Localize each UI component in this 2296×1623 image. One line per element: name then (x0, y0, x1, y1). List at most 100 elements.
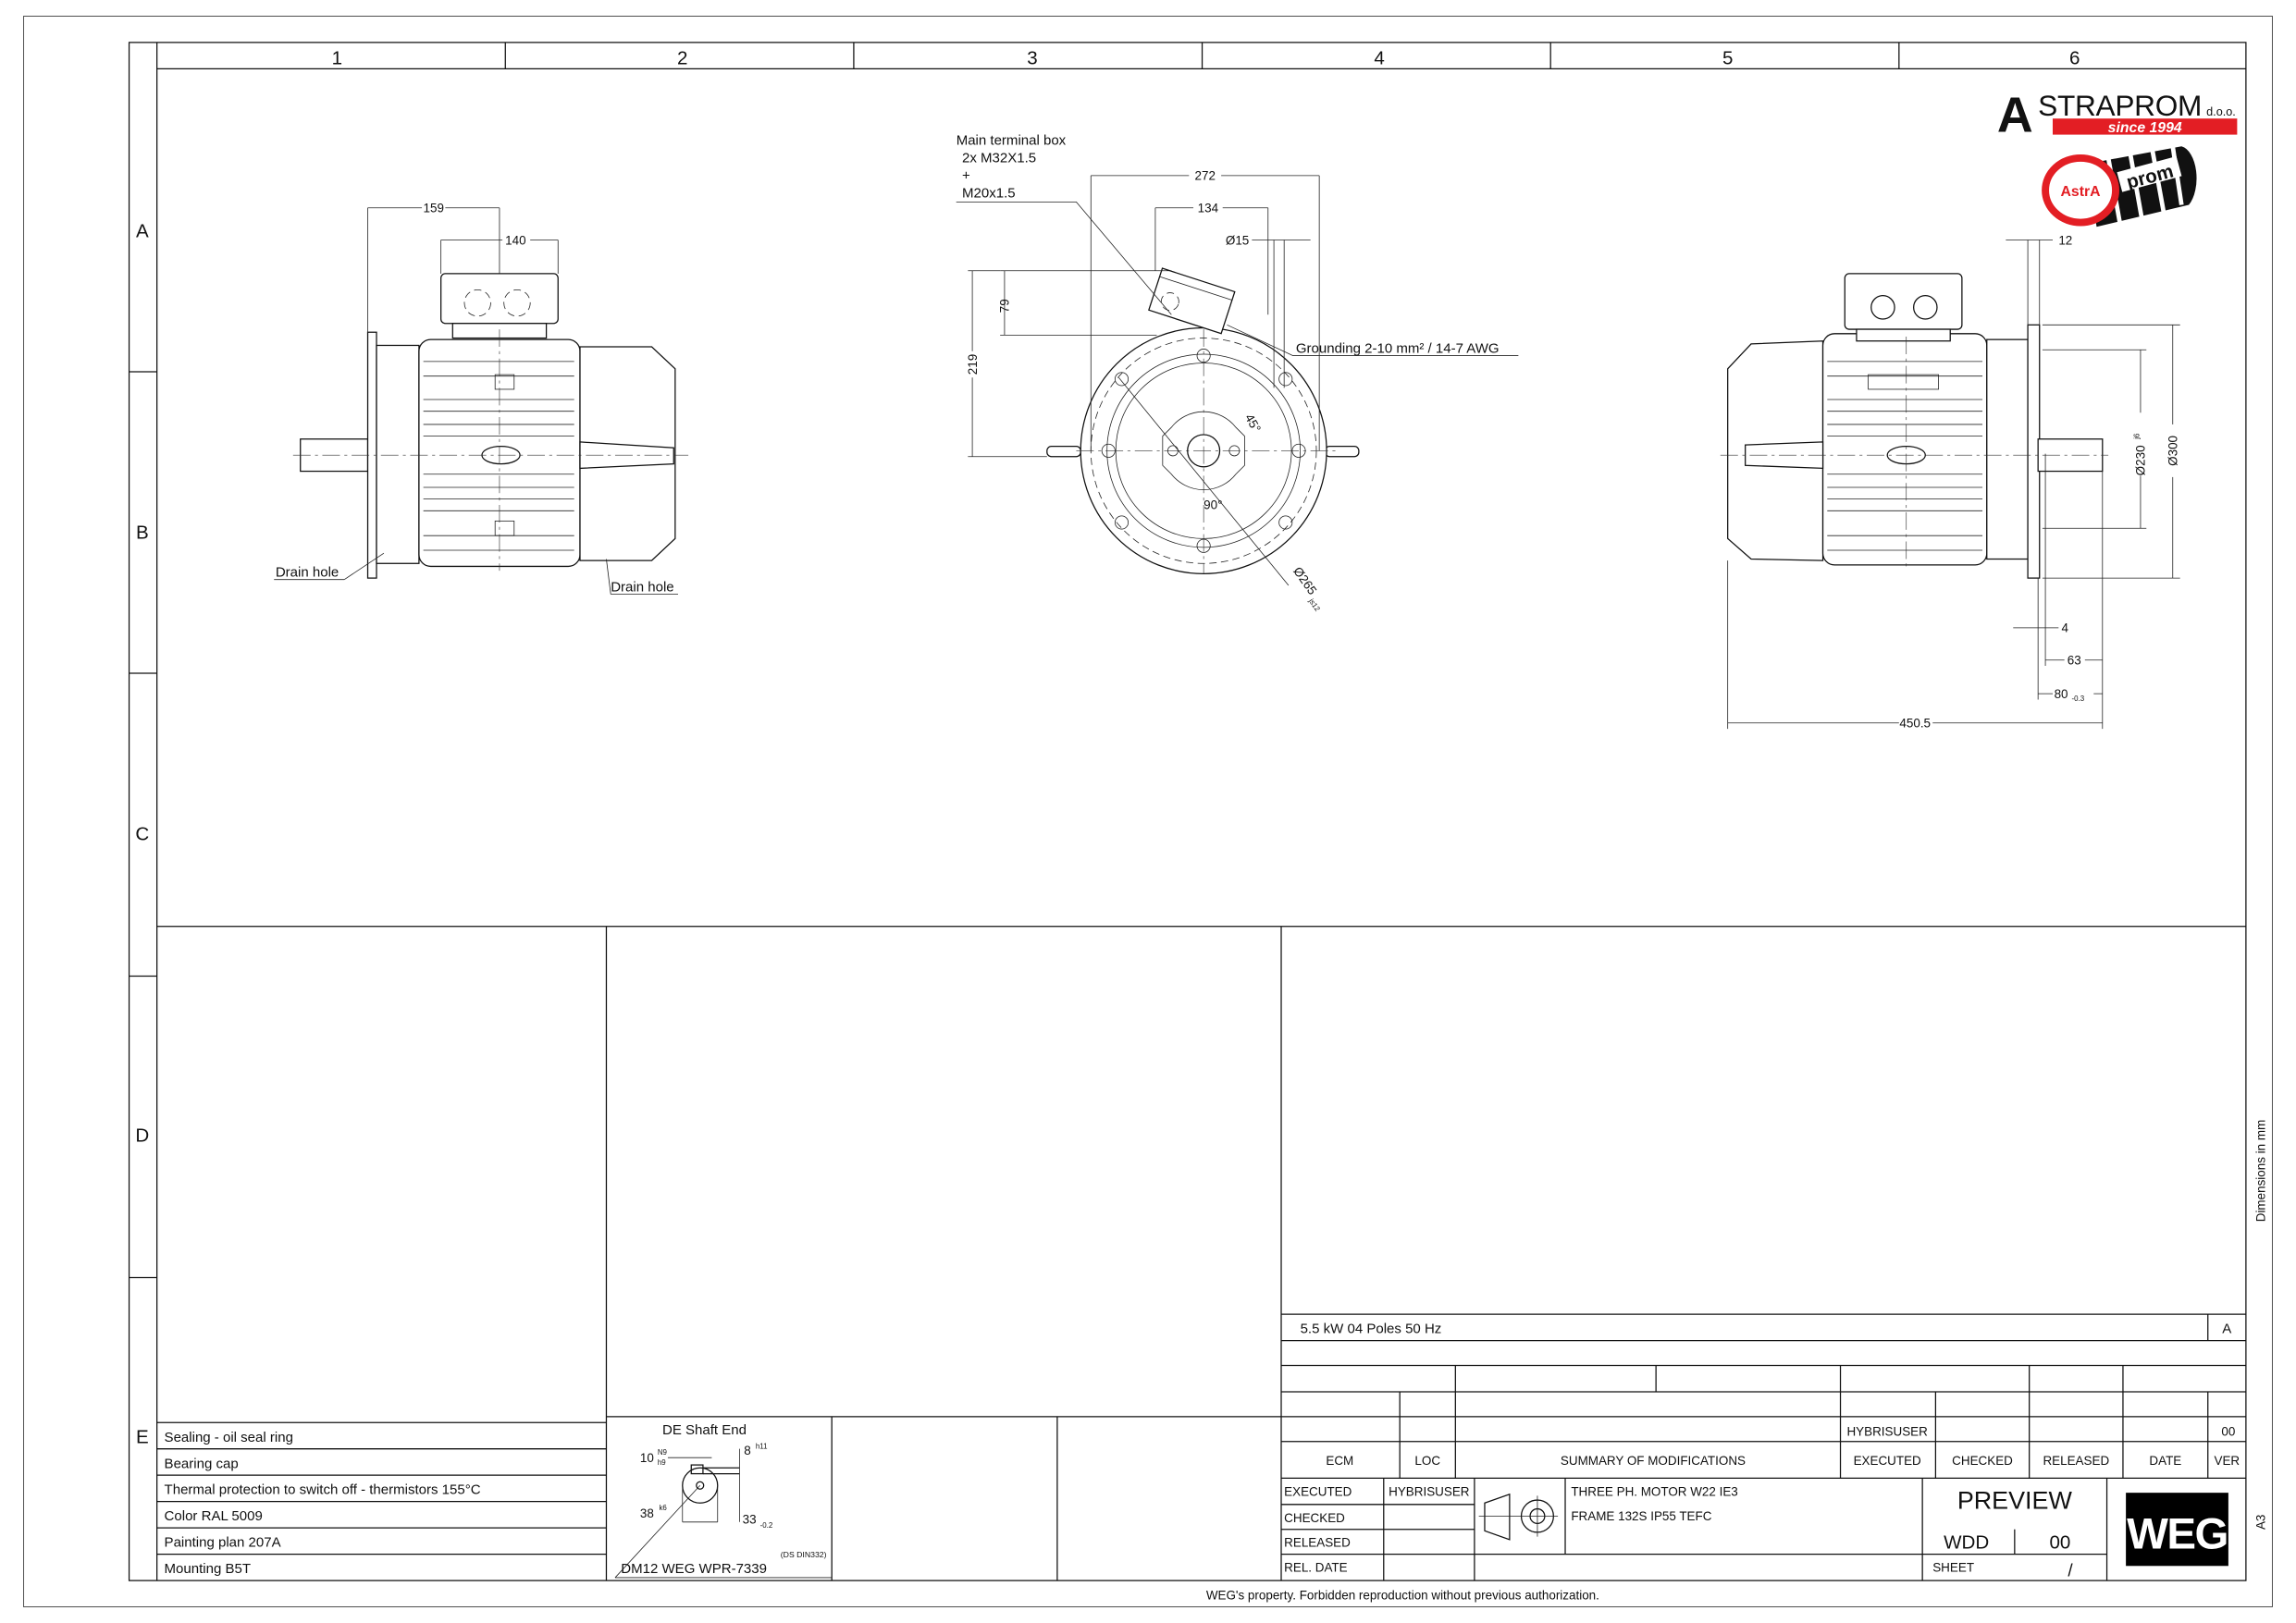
dim-450-5: 450.5 (1899, 717, 1931, 731)
key-height: 8 (744, 1444, 750, 1457)
header-released: RELEASED (2043, 1454, 2109, 1468)
note-line: 2x M32X1.5 (962, 151, 1036, 166)
rev-executed-by: HYBRISUSER (1846, 1424, 1928, 1438)
logo-suffix: d.o.o. (2206, 105, 2236, 118)
angle-90: 90° (1204, 498, 1222, 512)
shaft-end-detail: DE Shaft End 10 N9 h9 8 h11 38 k6 33 -0.… (606, 1416, 1282, 1581)
dim-spigot-tolerance: j6 (2132, 433, 2141, 440)
shaft-diameter-tol: k6 (659, 1504, 667, 1512)
signoff-label: EXECUTED (1284, 1484, 1352, 1498)
revision-letter: A (2222, 1322, 2231, 1337)
title-block: 5.5 kW 04 Poles 50 Hz A HYBRISUSER 00 EC… (1281, 1313, 2246, 1580)
logo-initial: A (1997, 87, 2033, 142)
round-logo-left: AstrA (2061, 184, 2101, 200)
rev-version: 00 (2221, 1424, 2235, 1438)
astra-prom-round-logo: AstrA prom (2042, 145, 2197, 227)
dim-134: 134 (1198, 201, 1219, 215)
note-item: Painting plan 207A (165, 1535, 281, 1551)
column-label: 3 (1027, 48, 1037, 69)
drain-hole-label: Drain hole (276, 565, 339, 581)
row-label: E (136, 1426, 149, 1447)
cooling-fins (423, 361, 574, 551)
sheet-label: SHEET (1932, 1561, 1974, 1575)
dim-219: 219 (966, 354, 980, 375)
revision-headers: ECM LOC SUMMARY OF MODIFICATIONS EXECUTE… (1326, 1454, 2240, 1468)
dim-spigot-diameter: Ø230 (2134, 445, 2148, 475)
motor-rating: 5.5 kW 04 Poles 50 Hz (1301, 1322, 1442, 1337)
signoff-label: RELEASED (1284, 1536, 1351, 1550)
dim-flange-diameter: Ø300 (2166, 436, 2180, 466)
row-label: D (135, 1125, 149, 1146)
column-label: 1 (332, 48, 342, 69)
key-width-tol: N9 (658, 1448, 668, 1457)
motor-rear-view: 12 Ø230 j6 Ø300 4 63 80 -0.3 450.5 (1720, 233, 2180, 731)
shaft-diameter: 38 (640, 1506, 654, 1520)
header-executed: EXECUTED (1854, 1454, 1921, 1468)
astraprom-logo: A STRAPROM d.o.o. since 1994 AstrA prom (1997, 87, 2238, 227)
dim-79: 79 (998, 299, 1012, 313)
grounding-note: Grounding 2-10 mm² / 14-7 AWG (1296, 340, 1500, 356)
dim-80-tolerance: -0.3 (2072, 695, 2085, 703)
note-line: + (962, 168, 970, 184)
column-label: 5 (1722, 48, 1733, 69)
dimensions-unit-note: Dimensions in mm (2253, 1120, 2267, 1223)
dim-pitch-diameter: Ø265 (1290, 564, 1319, 597)
note-item: Bearing cap (165, 1456, 239, 1471)
signoff-value: HYBRISUSER (1389, 1484, 1470, 1498)
column-label: 4 (1374, 48, 1384, 69)
doc-revision: 00 (2049, 1531, 2070, 1553)
header-checked: CHECKED (1952, 1454, 2013, 1468)
column-markers: 1 2 3 4 5 6 (332, 42, 2080, 69)
weg-logo: WEG (2126, 1493, 2228, 1567)
row-label: B (136, 522, 149, 543)
cooling-fins (1827, 361, 1983, 551)
note-item: Thermal protection to switch off - therm… (165, 1482, 481, 1498)
note-line: Main terminal box (957, 133, 1067, 149)
header-loc: LOC (1414, 1454, 1440, 1468)
motor-front-view: 272 134 Ø15 79 219 Main terminal box 2x … (956, 133, 1519, 613)
key-width-tol: h9 (658, 1458, 666, 1467)
note-item: Color RAL 5009 (165, 1508, 263, 1524)
header-date: DATE (2149, 1454, 2181, 1468)
projection-symbol-icon (1478, 1493, 1559, 1541)
key-height-tol: h11 (756, 1443, 768, 1451)
key-width: 10 (640, 1451, 654, 1465)
drawing-frame (128, 42, 2247, 1581)
center-hole-standard: (DS DIN332) (781, 1550, 827, 1559)
header-summary: SUMMARY OF MODIFICATIONS (1561, 1454, 1746, 1468)
header-ecm: ECM (1326, 1454, 1353, 1468)
logo-tagline: since 1994 (2108, 120, 2182, 136)
signoff-label: CHECKED (1284, 1511, 1345, 1525)
copyright-footer: WEG's property. Forbidden reproduction w… (1206, 1589, 1599, 1603)
dim-159: 159 (424, 201, 444, 215)
terminal-box (1148, 267, 1236, 335)
product-frame: FRAME 132S IP55 TEFC (1571, 1509, 1711, 1523)
note-item: Mounting B5T (165, 1561, 251, 1577)
doc-type: WDD (1944, 1531, 1989, 1553)
dim-272: 272 (1195, 169, 1216, 183)
dim-80: 80 (2055, 687, 2068, 701)
notes-table: Sealing - oil seal ring Bearing cap Ther… (156, 1421, 607, 1577)
column-label: 2 (677, 48, 687, 69)
note-item: Sealing - oil seal ring (165, 1430, 293, 1445)
terminal-box-note: Main terminal box 2x M32X1.5 + M20x1.5 (956, 133, 1172, 315)
product-description: THREE PH. MOTOR W22 IE3 (1571, 1484, 1737, 1498)
sheet-value: / (2068, 1561, 2073, 1580)
motor-side-view: 159 140 Drain hole Drain hole (274, 201, 689, 595)
row-label: A (136, 220, 149, 241)
row-label: C (135, 823, 149, 844)
weg-logo-text: WEG (2127, 1509, 2228, 1558)
column-label: 6 (2069, 48, 2080, 69)
header-ver: VER (2214, 1454, 2240, 1468)
drain-hole-label: Drain hole (611, 579, 673, 595)
paper-size: A3 (2253, 1515, 2267, 1530)
note-line: M20x1.5 (962, 186, 1016, 202)
status-preview: PREVIEW (1957, 1487, 2073, 1515)
dim-12: 12 (2058, 233, 2072, 247)
row-markers: A B C D E (129, 220, 157, 1447)
dim-140: 140 (505, 233, 525, 247)
logo-name: STRAPROM (2038, 89, 2202, 122)
dim-pitch-tolerance: js12 (1306, 596, 1321, 613)
key-depth-tol: -0.2 (760, 1521, 773, 1530)
